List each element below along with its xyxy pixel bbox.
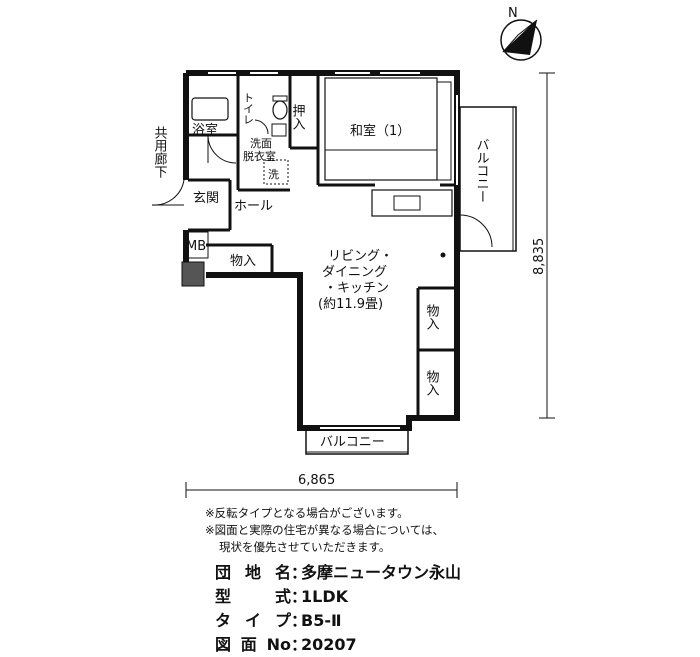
note-1: ※反転タイプとなる場合がございます。 xyxy=(205,506,409,520)
label-storage-r2: 物入 xyxy=(424,370,440,396)
toilet-icon xyxy=(272,100,288,120)
notes: ※反転タイプとなる場合がございます。 ※図面と実際の住宅が異なる場合については、… xyxy=(205,505,444,556)
windows xyxy=(208,72,458,429)
label-hall: ホール xyxy=(234,199,273,214)
balcony-right xyxy=(459,106,517,252)
north-compass-icon: N xyxy=(500,6,542,61)
info-value: 1LDK xyxy=(301,587,349,606)
label-washroom-1: 洗面 xyxy=(250,137,272,150)
label-ldk-1: リビング・ xyxy=(328,249,393,264)
note-2: ※図面と実際の住宅が異なる場合については、 xyxy=(205,523,445,537)
label-mb: MB xyxy=(186,239,206,254)
label-storage-left: 物入 xyxy=(230,254,256,269)
washer-space xyxy=(263,159,289,185)
dimension-height: 8,835 xyxy=(532,238,547,275)
label-ldk-area: (約11.9畳) xyxy=(318,297,383,312)
info-value: B5-Ⅱ xyxy=(301,611,342,630)
label-bath: 浴室 xyxy=(192,122,218,138)
info-row-subtype: タイプ：B5-Ⅱ xyxy=(215,609,461,633)
outer-walls xyxy=(183,70,460,431)
info-key: タイプ xyxy=(215,611,291,630)
sink-icon xyxy=(271,123,287,137)
dimension-lines xyxy=(185,72,555,498)
label-corridor: 共用廊下 xyxy=(152,126,168,178)
label-balcony-bottom: バルコニー xyxy=(320,435,385,450)
label-genkan: 玄関 xyxy=(193,191,219,206)
dimension-width: 6,865 xyxy=(298,473,335,488)
label-storage-r1: 物入 xyxy=(424,304,440,330)
label-closet-top: 押入 xyxy=(290,104,306,130)
mb-box xyxy=(181,261,205,287)
balcony-bottom xyxy=(305,429,409,455)
info-key: 型 式 xyxy=(215,587,291,606)
label-washitsu: 和室（1） xyxy=(350,123,410,139)
label-toilet: トイレ xyxy=(242,92,255,125)
label-ldk-3: ・キッチン xyxy=(324,281,389,296)
label-balcony-right: バルコニー xyxy=(474,138,490,203)
compass-north-label: N xyxy=(508,6,518,21)
label-washroom-2: 脱衣室 xyxy=(243,149,276,163)
label-washer: 洗 xyxy=(268,168,279,181)
info-key: 図面No xyxy=(215,635,291,654)
floor-plan: N xyxy=(152,6,555,498)
info-value: 多摩ニュータウン永山 xyxy=(301,563,462,582)
property-info: 団地名：多摩ニュータウン永山 型 式：1LDK タイプ：B5-Ⅱ 図面No：20… xyxy=(215,561,461,657)
info-value: 20207 xyxy=(301,635,357,654)
bathtub-icon xyxy=(191,97,229,121)
kitchen-counter xyxy=(371,189,453,217)
info-row-danchi: 団地名：多摩ニュータウン永山 xyxy=(215,561,461,585)
interior-walls xyxy=(188,75,455,415)
info-row-drawing-no: 図面No：20207 xyxy=(215,633,461,657)
label-ldk-2: ダイニング xyxy=(322,265,387,280)
info-key: 団地名 xyxy=(215,563,291,582)
info-row-type: 型 式：1LDK xyxy=(215,585,461,609)
note-3: 現状を優先させていただきます。 xyxy=(219,540,391,554)
